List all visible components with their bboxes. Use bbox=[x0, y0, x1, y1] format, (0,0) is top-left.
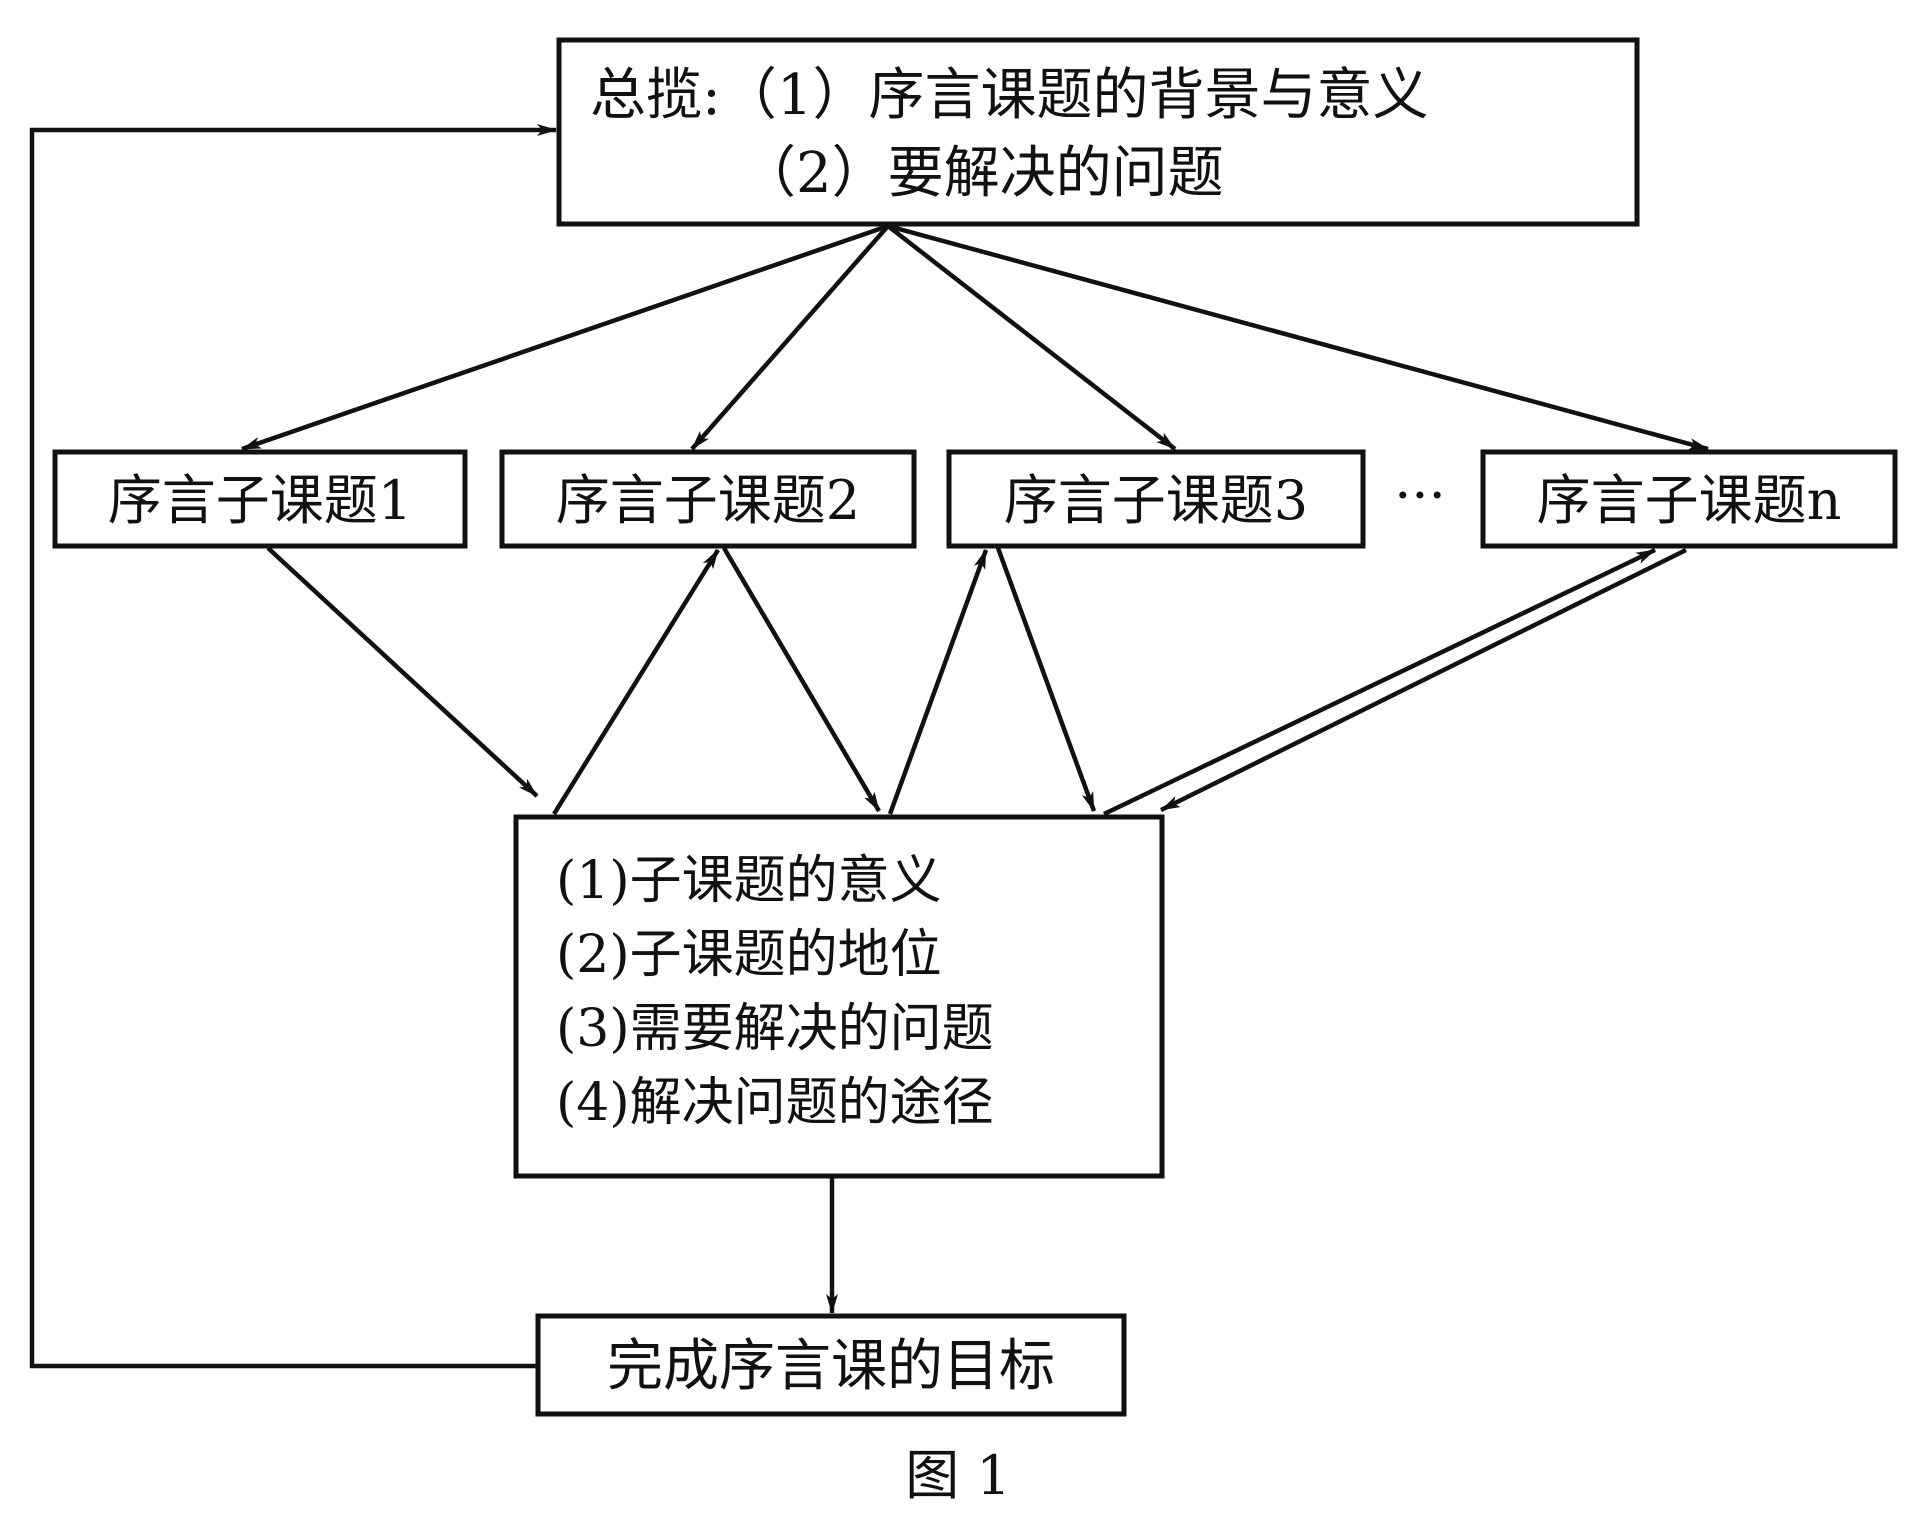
overview-line-2: （2）要解决的问题 bbox=[740, 141, 1224, 206]
goal-label: 完成序言课的目标 bbox=[607, 1334, 1055, 1399]
edge-details-to-sub2 bbox=[552, 548, 720, 816]
subtopic-label-n: 序言子课题n bbox=[1537, 469, 1842, 532]
edge-overview-to-sub2 bbox=[690, 224, 890, 451]
figure-caption: 图 1 bbox=[905, 1444, 1011, 1507]
overview-line-1: 总揽:（1）序言课题的背景与意义 bbox=[590, 63, 1429, 128]
edge-details-to-sub3 bbox=[887, 549, 989, 815]
edge-subn-to-details bbox=[1160, 547, 1687, 813]
edge-sub2-to-details bbox=[722, 546, 881, 813]
ellipsis: ··· bbox=[1394, 464, 1446, 527]
edge-overview-to-sub3 bbox=[886, 224, 1177, 451]
edge-sub3-to-details bbox=[995, 547, 1097, 812]
subtopic-label-1: 序言子课题1 bbox=[108, 469, 412, 532]
subtopic-box-3: 序言子课题3 bbox=[946, 449, 1366, 549]
subtopic-box-n: 序言子课题n bbox=[1480, 449, 1898, 549]
details-item-4: (4)解决问题的途径 bbox=[556, 1073, 994, 1133]
details-box: (1)子课题的意义 (2)子课题的地位 (3)需要解决的问题 (4)解决问题的途… bbox=[513, 814, 1165, 1179]
details-item-2: (2)子课题的地位 bbox=[556, 925, 942, 985]
details-item-3: (3)需要解决的问题 bbox=[556, 999, 994, 1059]
edge-overview-to-sub1 bbox=[241, 223, 889, 452]
details-item-1: (1)子课题的意义 bbox=[556, 851, 942, 911]
subtopic-box-1: 序言子课题1 bbox=[52, 449, 468, 549]
edge-details-to-subn bbox=[1103, 547, 1656, 817]
subtopic-label-3: 序言子课题3 bbox=[1004, 469, 1308, 532]
subtopic-label-2: 序言子课题2 bbox=[556, 469, 860, 532]
edge-sub1-to-details bbox=[266, 546, 539, 798]
goal-box: 完成序言课的目标 bbox=[535, 1313, 1127, 1417]
edge-goal-to-overview-loop bbox=[29, 124, 557, 1369]
edge-overview-to-subn bbox=[887, 223, 1709, 452]
subtopic-box-2: 序言子课题2 bbox=[499, 449, 917, 549]
overview-box: 总揽:（1）序言课题的背景与意义 （2）要解决的问题 bbox=[556, 37, 1640, 227]
